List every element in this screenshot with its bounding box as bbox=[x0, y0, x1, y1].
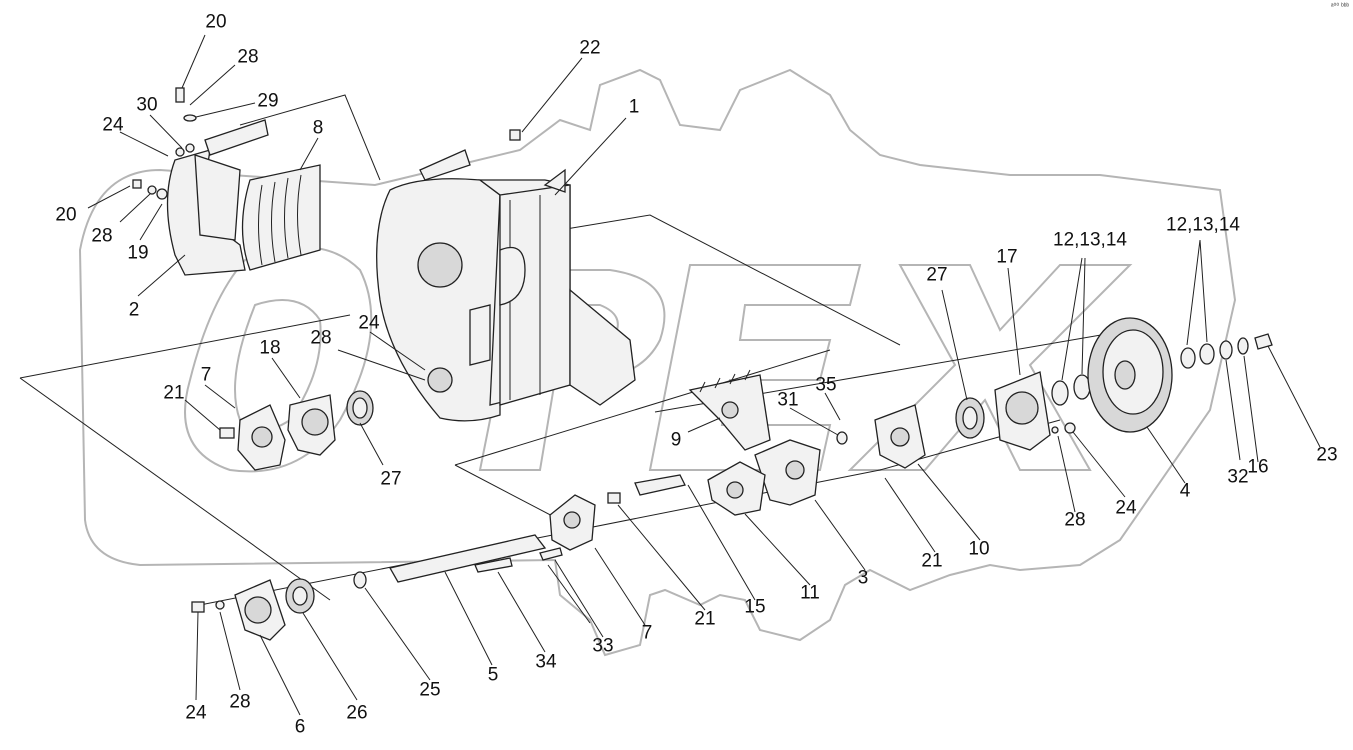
callout-28: 28 bbox=[229, 691, 251, 713]
callout-23: 23 bbox=[1316, 444, 1338, 466]
callout-29: 29 bbox=[257, 90, 279, 112]
callout-3: 3 bbox=[857, 567, 869, 589]
callout-17: 17 bbox=[996, 246, 1018, 268]
callout-7: 7 bbox=[200, 364, 212, 386]
plate-part-8 bbox=[241, 164, 321, 271]
callout-28: 28 bbox=[310, 327, 332, 349]
callout-30: 30 bbox=[136, 94, 158, 116]
callout-26: 26 bbox=[346, 702, 368, 724]
callout-28: 28 bbox=[1064, 509, 1086, 531]
leader-lines bbox=[87, 34, 1321, 716]
callout-10: 10 bbox=[968, 538, 990, 560]
axis-line-diag bbox=[19, 349, 831, 601]
callout-1: 1 bbox=[628, 96, 640, 118]
callout-6: 6 bbox=[294, 716, 306, 738]
callout-33: 33 bbox=[592, 635, 614, 657]
shaft-part-5 bbox=[353, 474, 686, 589]
axis-line-lower bbox=[199, 419, 1061, 606]
bearing-group-lower bbox=[191, 578, 315, 641]
callout-27: 27 bbox=[926, 264, 948, 286]
callout-24: 24 bbox=[185, 702, 207, 724]
pulley-part-4 bbox=[1087, 317, 1173, 433]
callout-9: 9 bbox=[670, 429, 682, 451]
watermark-gear bbox=[78, 68, 1237, 657]
callout-21: 21 bbox=[921, 550, 943, 572]
callout-28: 28 bbox=[91, 225, 113, 247]
axis-line-top bbox=[239, 94, 381, 181]
callout-31: 31 bbox=[777, 389, 799, 411]
callout-24: 24 bbox=[358, 312, 380, 334]
callout-16: 16 bbox=[1247, 456, 1269, 478]
flange-parts-3-11-7 bbox=[549, 431, 848, 551]
callout-21: 21 bbox=[163, 382, 185, 404]
callout-12-13-14: 12,13,14 bbox=[1166, 214, 1240, 236]
bearing-group-right bbox=[874, 371, 1091, 469]
housing-part-1 bbox=[376, 149, 636, 422]
callout-32: 32 bbox=[1227, 466, 1249, 488]
cover-part-2 bbox=[166, 119, 269, 276]
callout-8: 8 bbox=[312, 117, 324, 139]
small-bolts-top bbox=[132, 87, 521, 200]
callout-7: 7 bbox=[641, 622, 653, 644]
callout-4: 4 bbox=[1179, 480, 1191, 502]
callout-22: 22 bbox=[579, 37, 601, 59]
callout-27: 27 bbox=[380, 468, 402, 490]
callout-24: 24 bbox=[1115, 497, 1137, 519]
callout-2: 2 bbox=[128, 299, 140, 321]
callout-5: 5 bbox=[487, 664, 499, 686]
callout-20: 20 bbox=[205, 11, 227, 33]
callout-34: 34 bbox=[535, 651, 557, 673]
callout-24: 24 bbox=[102, 114, 124, 136]
callout-20: 20 bbox=[55, 204, 77, 226]
washers-right bbox=[1051, 333, 1273, 434]
callout-11: 11 bbox=[800, 582, 820, 604]
callout-25: 25 bbox=[419, 679, 441, 701]
callout-35: 35 bbox=[815, 374, 837, 396]
callout-18: 18 bbox=[259, 337, 281, 359]
callout-15: 15 bbox=[744, 596, 766, 618]
bracket-part-9 bbox=[688, 369, 771, 451]
callout-28: 28 bbox=[237, 46, 259, 68]
callout-12-13-14: 12,13,14 bbox=[1053, 229, 1127, 251]
bearing-group-left bbox=[219, 390, 374, 471]
axis-line-housing bbox=[559, 214, 901, 346]
corner-mark: ᵃ⁰⁰ ᵇᵇᵇ bbox=[1330, 3, 1349, 10]
callout-21: 21 bbox=[694, 608, 716, 630]
callout-19: 19 bbox=[127, 242, 149, 264]
